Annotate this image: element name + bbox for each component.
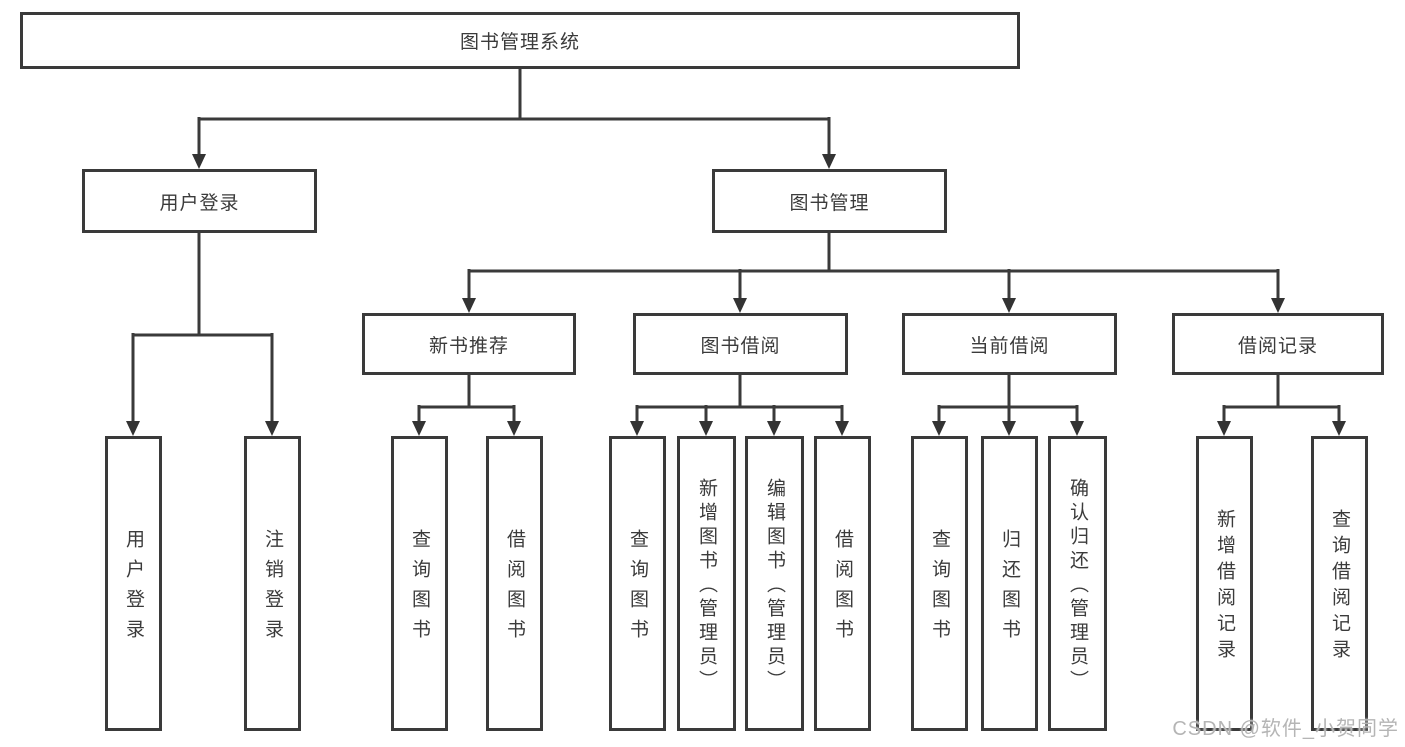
node-book-borrowing-label: 图书借阅 bbox=[700, 335, 781, 357]
node-borrowing-records: 借阅记录 bbox=[1172, 313, 1384, 375]
leaf-query-books-current: 查询图书 bbox=[911, 436, 968, 731]
leaf-borrow-books-recommend-label: 借阅图书 bbox=[504, 529, 525, 649]
leaf-logout-label: 注销登录 bbox=[262, 529, 283, 649]
csdn-watermark: CSDN @软件_小贺同学 bbox=[1172, 718, 1399, 740]
leaf-user-login: 用户登录 bbox=[105, 436, 162, 731]
leaf-add-books-admin-label: 新增图书（管理员） bbox=[696, 478, 717, 694]
node-new-book-recommend-label: 新书推荐 bbox=[428, 335, 509, 357]
leaf-borrow-books-label: 借阅图书 bbox=[832, 529, 853, 649]
node-book-management-label: 图书管理 bbox=[789, 192, 870, 214]
leaf-return-books: 归还图书 bbox=[981, 436, 1038, 731]
leaf-add-books-admin: 新增图书（管理员） bbox=[677, 436, 736, 731]
node-borrowing-records-label: 借阅记录 bbox=[1237, 335, 1318, 357]
arrowheads bbox=[126, 154, 1346, 436]
leaf-logout: 注销登录 bbox=[244, 436, 301, 731]
node-book-management: 图书管理 bbox=[712, 169, 947, 233]
node-book-borrowing: 图书借阅 bbox=[633, 313, 848, 375]
leaf-query-borrow-record-label: 查询借阅记录 bbox=[1329, 509, 1350, 665]
leaf-query-books-recommend: 查询图书 bbox=[391, 436, 448, 731]
leaf-return-books-label: 归还图书 bbox=[999, 529, 1020, 649]
node-current-borrowing: 当前借阅 bbox=[902, 313, 1117, 375]
node-user-login-label: 用户登录 bbox=[159, 192, 240, 214]
leaf-edit-books-admin: 编辑图书（管理员） bbox=[745, 436, 804, 731]
leaf-query-books-borrowing-label: 查询图书 bbox=[627, 529, 648, 649]
node-current-borrowing-label: 当前借阅 bbox=[969, 335, 1050, 357]
leaf-edit-books-admin-label: 编辑图书（管理员） bbox=[764, 478, 785, 694]
leaf-query-books-recommend-label: 查询图书 bbox=[409, 529, 430, 649]
leaf-add-borrow-record-label: 新增借阅记录 bbox=[1214, 509, 1235, 665]
node-user-login: 用户登录 bbox=[82, 169, 317, 233]
leaf-confirm-return-admin: 确认归还（管理员） bbox=[1048, 436, 1107, 731]
node-root-system: 图书管理系统 bbox=[20, 12, 1020, 69]
leaf-query-books-borrowing: 查询图书 bbox=[609, 436, 666, 731]
leaf-add-borrow-record: 新增借阅记录 bbox=[1196, 436, 1253, 731]
leaf-query-books-current-label: 查询图书 bbox=[929, 529, 950, 649]
leaf-borrow-books: 借阅图书 bbox=[814, 436, 871, 731]
leaf-query-borrow-record: 查询借阅记录 bbox=[1311, 436, 1368, 731]
leaf-user-login-label: 用户登录 bbox=[123, 529, 144, 649]
leaf-borrow-books-recommend: 借阅图书 bbox=[486, 436, 543, 731]
leaf-confirm-return-admin-label: 确认归还（管理员） bbox=[1067, 478, 1088, 694]
node-root-label: 图书管理系统 bbox=[459, 32, 580, 53]
node-new-book-recommend: 新书推荐 bbox=[362, 313, 576, 375]
